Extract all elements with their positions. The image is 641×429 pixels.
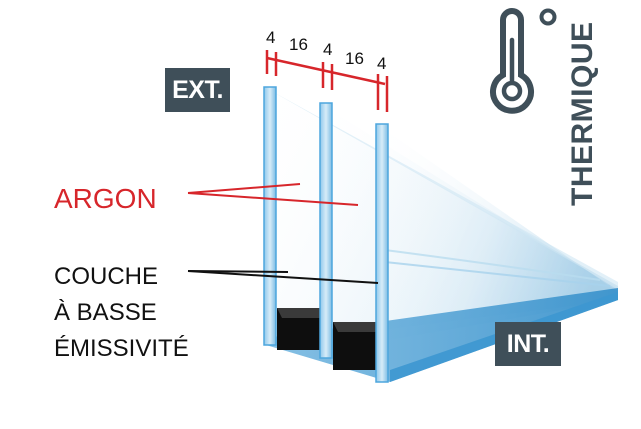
coating-line-2: À BASSE bbox=[54, 299, 157, 326]
exterior-label: EXT. bbox=[165, 68, 230, 112]
argon-callout-lines bbox=[187, 183, 359, 206]
thermal-label: THERMIQUE bbox=[566, 21, 599, 207]
dim-pane-3: 4 bbox=[377, 54, 387, 73]
coating-callout-lines bbox=[187, 270, 379, 284]
coating-line-3: ÉMISSIVITÉ bbox=[54, 335, 189, 362]
interior-label: INT. bbox=[495, 322, 561, 366]
dim-pane-1: 4 bbox=[266, 28, 276, 47]
dimension-lines bbox=[265, 50, 389, 112]
glass-pane-1 bbox=[263, 86, 277, 346]
coating-line-1: COUCHE bbox=[54, 263, 159, 290]
thermometer-degree-icon bbox=[490, 8, 557, 114]
dim-pane-2: 4 bbox=[323, 40, 333, 59]
argon-label: ARGON bbox=[54, 183, 157, 214]
low-e-coating-label: COUCHE À BASSE ÉMISSIVITÉ bbox=[54, 259, 189, 367]
glass-pane-2 bbox=[319, 102, 333, 359]
glass-pane-3 bbox=[375, 123, 389, 383]
dim-gap-1: 16 bbox=[289, 35, 308, 54]
dim-gap-2: 16 bbox=[345, 49, 364, 68]
